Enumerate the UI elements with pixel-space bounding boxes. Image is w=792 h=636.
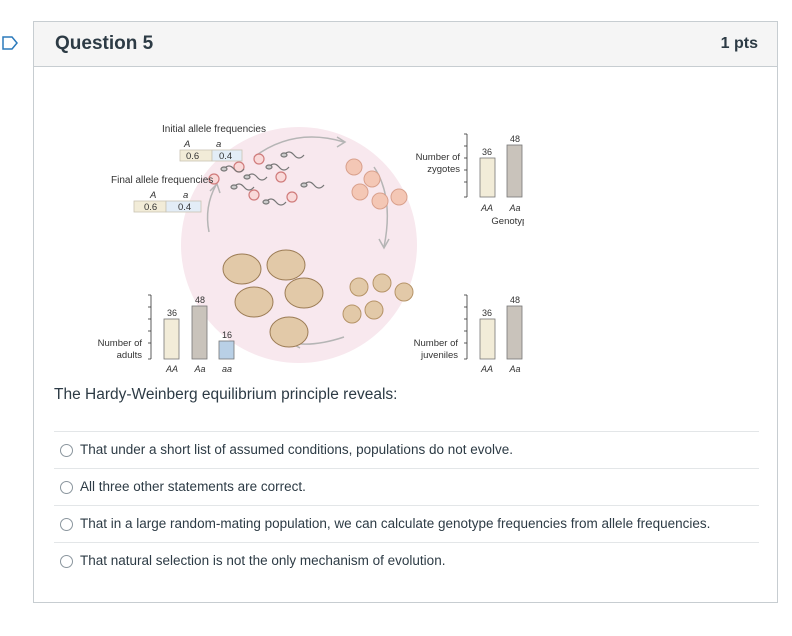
zygote-count-AA: 36	[482, 147, 492, 157]
question-card: Question 5 1 pts	[33, 21, 778, 603]
question-prompt: The Hardy-Weinberg equilibrium principle…	[54, 386, 398, 403]
final-allele-A: A	[149, 190, 156, 201]
initial-allele-A: A	[183, 139, 190, 150]
radio-button[interactable]	[60, 481, 73, 494]
zygote-genotype-AA: AA	[480, 203, 493, 213]
adults-axis-label-2: adults	[117, 350, 143, 361]
zygotes-axis-label-2: zygotes	[427, 164, 460, 175]
question-points: 1 pts	[720, 35, 758, 52]
zygote-bar-Aa	[506, 144, 523, 198]
adults-axis-label-1: Number of	[98, 338, 143, 349]
zygote-count-Aa: 48	[510, 134, 520, 144]
juveniles	[342, 273, 414, 324]
initial-allele-a: a	[216, 139, 221, 150]
radio-button[interactable]	[60, 444, 73, 457]
radio-button[interactable]	[60, 555, 73, 568]
zygote-genotype-label: Genotype	[491, 216, 524, 227]
adult-genotype-AA: AA	[165, 364, 178, 372]
final-allele-label: Final allele frequencies	[111, 175, 213, 186]
answer-label[interactable]: That under a short list of assumed condi…	[80, 442, 514, 457]
adult-count-Aa: 48	[195, 295, 205, 305]
juvenile-genotype-AA: AA	[480, 364, 493, 372]
hardy-weinberg-figure: Initial allele frequencies A a 0.6 0.4 F…	[98, 124, 524, 372]
adult-count-aa: 16	[222, 330, 232, 340]
question-title: Question 5	[55, 33, 154, 54]
initial-a-value: 0.4	[219, 151, 232, 162]
zygotes-axis-label-1: Number of	[416, 152, 461, 163]
answer-option[interactable]: That natural selection is not the only m…	[54, 542, 759, 579]
zygotes	[345, 158, 408, 210]
initial-A-value: 0.6	[186, 151, 199, 162]
answer-label[interactable]: All three other statements are correct.	[80, 479, 306, 494]
adults	[222, 249, 324, 348]
juvenile-genotype-Aa: Aa	[508, 364, 520, 372]
radio-button[interactable]	[60, 518, 73, 531]
final-A-value: 0.6	[144, 202, 157, 213]
juvenile-count-Aa: 48	[510, 295, 520, 305]
juveniles-axis-label-1: Number of	[414, 338, 459, 349]
juvenile-count-AA: 36	[482, 308, 492, 318]
adult-genotype-aa: aa	[222, 364, 232, 372]
juveniles-axis-label-2: juveniles	[420, 350, 458, 361]
juvenile-bar-Aa	[506, 305, 523, 360]
zygote-bar-AA	[479, 157, 496, 198]
adult-genotype-Aa: Aa	[193, 364, 205, 372]
answer-option[interactable]: That under a short list of assumed condi…	[54, 431, 759, 468]
answer-label[interactable]: That natural selection is not the only m…	[80, 553, 446, 568]
answer-option[interactable]: All three other statements are correct.	[54, 468, 759, 505]
adult-bar-aa	[218, 340, 235, 360]
final-allele-a: a	[183, 190, 188, 201]
adult-bar-AA	[163, 318, 180, 360]
adult-bar-Aa	[191, 305, 208, 360]
juvenile-bar-AA	[479, 318, 496, 360]
answer-list: That under a short list of assumed condi…	[54, 431, 759, 579]
gametes	[208, 151, 325, 206]
answer-label[interactable]: That in a large random-mating population…	[80, 516, 711, 531]
initial-allele-label: Initial allele frequencies	[162, 124, 266, 135]
adult-count-AA: 36	[167, 308, 177, 318]
flag-icon[interactable]	[2, 35, 18, 51]
zygote-genotype-Aa: Aa	[508, 203, 520, 213]
answer-option[interactable]: That in a large random-mating population…	[54, 505, 759, 542]
question-header: Question 5 1 pts	[34, 22, 777, 67]
final-a-value: 0.4	[178, 202, 191, 213]
